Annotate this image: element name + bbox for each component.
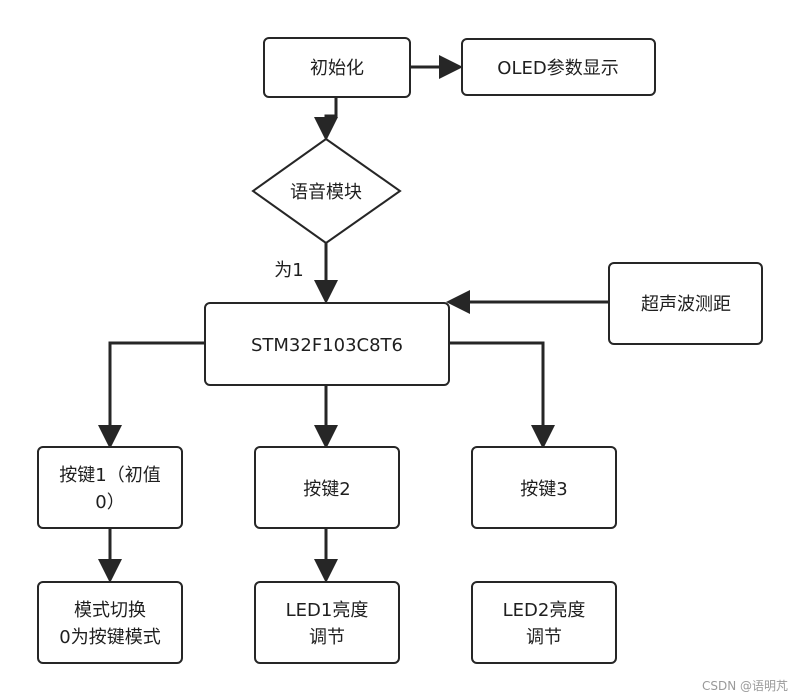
node-led2: LED2亮度 调节	[471, 581, 617, 664]
node-led1-label-line2: 调节	[309, 627, 345, 648]
node-ultrasonic: 超声波测距	[608, 262, 763, 345]
edges	[98, 55, 609, 583]
node-led1-box	[254, 581, 400, 664]
node-key1-label-line2: 0）	[95, 492, 124, 513]
node-key2-label: 按键2	[303, 479, 350, 500]
node-key2: 按键2	[254, 446, 400, 529]
node-init: 初始化	[263, 37, 411, 98]
node-oled: OLED参数显示	[461, 38, 656, 96]
node-mode-label-line2: 0为按键模式	[59, 627, 160, 648]
node-ultrasonic-label: 超声波测距	[641, 294, 731, 315]
node-voice-label: 语音模块	[290, 182, 362, 203]
node-led2-label-line2: 调节	[526, 627, 562, 648]
edge-label-voice-to-mcu: 为1	[274, 260, 303, 281]
node-key1-box	[37, 446, 183, 529]
node-init-box	[263, 37, 411, 98]
node-led1-label-line1: LED1亮度	[286, 600, 369, 621]
node-key3-box	[471, 446, 617, 529]
node-mode-box	[37, 581, 183, 664]
node-key3: 按键3	[471, 446, 617, 529]
watermark-text: CSDN @语明芃	[702, 679, 788, 693]
node-oled-label: OLED参数显示	[497, 58, 618, 79]
node-led2-label-line1: LED2亮度	[503, 600, 586, 621]
node-init-label: 初始化	[310, 58, 364, 79]
node-mcu-box	[204, 302, 450, 386]
edge-init-to-voice	[314, 97, 338, 141]
node-mode-label-line1: 模式切换	[74, 600, 146, 621]
node-voice-diamond	[251, 137, 402, 245]
node-led2-box	[471, 581, 617, 664]
node-voice: 语音模块	[251, 137, 402, 245]
node-mcu: STM32F103C8T6	[204, 302, 450, 386]
node-key1-label-line1: 按键1（初值	[59, 465, 160, 486]
node-mcu-label: STM32F103C8T6	[251, 335, 403, 356]
node-key2-box	[254, 446, 400, 529]
edge-mcu-to-key3	[449, 341, 555, 449]
node-key1: 按键1（初值 0）	[37, 446, 183, 529]
node-oled-box	[461, 38, 656, 96]
node-key3-label: 按键3	[520, 479, 567, 500]
node-led1: LED1亮度 调节	[254, 581, 400, 664]
node-ultrasonic-box	[608, 262, 763, 345]
node-mode: 模式切换 0为按键模式	[37, 581, 183, 664]
edge-mcu-to-key1	[98, 341, 205, 449]
